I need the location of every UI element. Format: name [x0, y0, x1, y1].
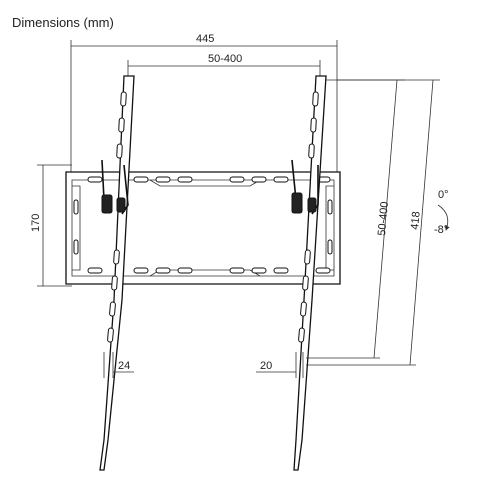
right-vertical-arm: [291, 75, 327, 471]
label-vesa-vertical: 50-400: [376, 201, 391, 236]
label-total-width: 445: [196, 33, 214, 45]
dimension-arm-offset-left: 24: [103, 352, 134, 378]
label-tilt-upper: 0°: [438, 189, 449, 201]
dimension-plate-height: 170: [30, 164, 72, 287]
page-title: Dimensions (mm): [12, 15, 114, 30]
label-vesa-horizontal: 50-400: [208, 53, 242, 65]
label-tilt-lower: -8°: [434, 224, 448, 236]
dimension-total-height: 418: [306, 79, 440, 366]
wall-plate: [65, 171, 341, 285]
left-vertical-arm: [99, 75, 135, 471]
dimension-vesa-horizontal: 50-400: [127, 53, 321, 78]
label-total-height: 418: [409, 211, 423, 230]
dimension-total-width: 445: [70, 33, 338, 172]
label-arm-offset-right: 20: [260, 360, 272, 372]
tilt-indicator: 0° -8°: [434, 189, 450, 236]
label-arm-offset-left: 24: [118, 360, 130, 372]
dimension-arm-offset-right: 20: [256, 352, 304, 378]
plate-slots-bottom: [87, 267, 331, 274]
plate-slots-top: [87, 176, 331, 183]
label-plate-height: 170: [30, 214, 42, 232]
